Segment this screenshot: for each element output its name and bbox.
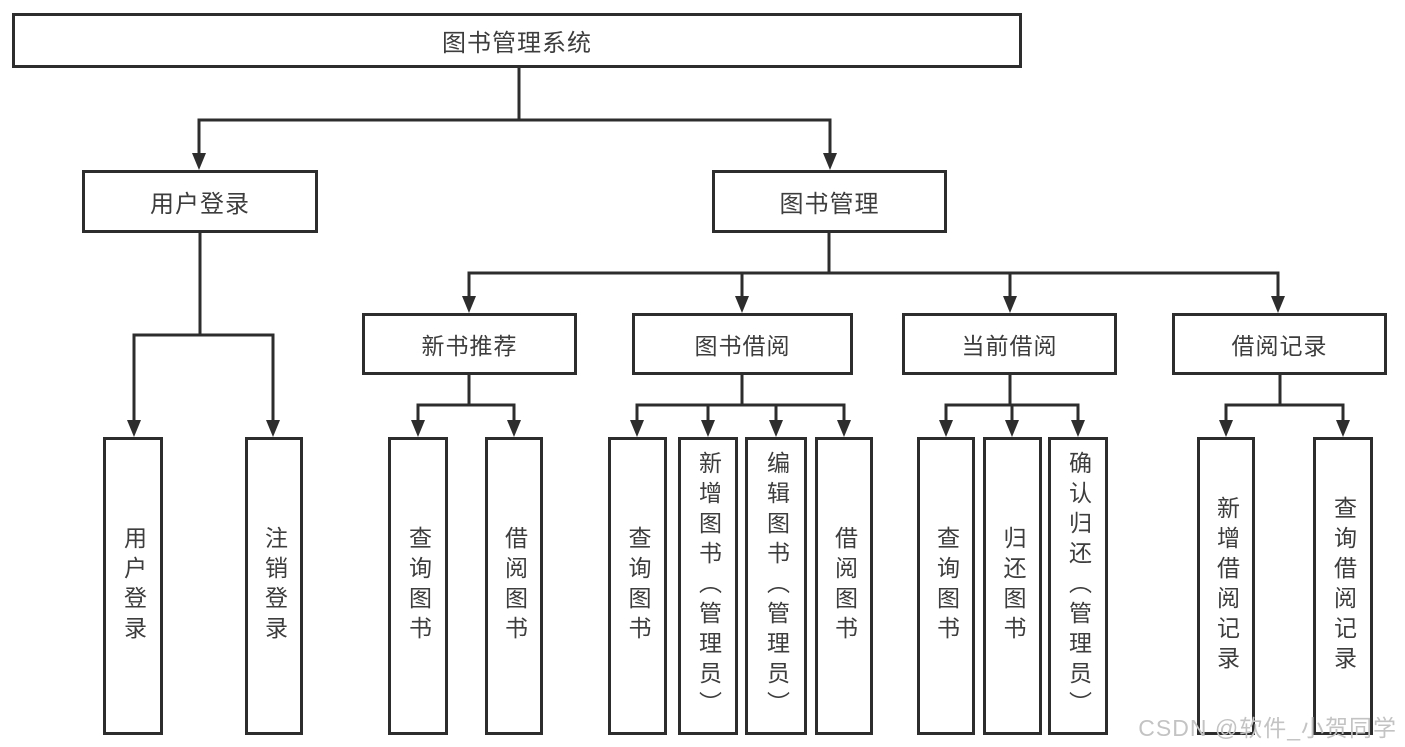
node-label: 当前借阅 bbox=[961, 333, 1058, 359]
edges-book-management-to-level3 bbox=[462, 231, 1285, 313]
arrowhead bbox=[1271, 296, 1285, 313]
arrowhead bbox=[769, 420, 783, 437]
leaf-user-login: 用户登录 bbox=[103, 437, 163, 735]
node-label: 查询图书 bbox=[625, 526, 651, 646]
node-label: 注销登录 bbox=[261, 526, 288, 646]
arrowhead bbox=[939, 420, 953, 437]
arrowhead bbox=[630, 420, 644, 437]
edges-borrowing-records-to-leaves bbox=[1219, 373, 1350, 437]
node-label: 归还图书 bbox=[1000, 526, 1026, 646]
node-label: 用户登录 bbox=[150, 191, 250, 218]
arrowhead bbox=[1336, 420, 1350, 437]
node-label: 查询图书 bbox=[933, 526, 960, 646]
node-label: 编辑图书（管理员） bbox=[763, 451, 790, 721]
leaf-borrow-books-recommend: 借阅图书 bbox=[485, 437, 543, 735]
arrowhead bbox=[127, 420, 141, 437]
node-label: 图书管理系统 bbox=[442, 30, 592, 57]
leaf-query-books-borrow: 查询图书 bbox=[608, 437, 667, 735]
node-label: 查询借阅记录 bbox=[1330, 496, 1357, 676]
node-label: 用户登录 bbox=[120, 526, 147, 646]
edges-user-login-to-leaves bbox=[127, 231, 280, 437]
arrowhead bbox=[823, 153, 837, 170]
node-label: 新增借阅记录 bbox=[1213, 496, 1240, 676]
edges-root-to-level2 bbox=[192, 66, 837, 170]
arrowhead bbox=[1219, 420, 1233, 437]
edges-current-borrowing-to-leaves bbox=[939, 373, 1085, 437]
node-label: 新增图书（管理员） bbox=[695, 451, 722, 721]
leaf-return-books: 归还图书 bbox=[983, 437, 1042, 735]
node-label: 图书管理 bbox=[779, 191, 880, 218]
arrowhead bbox=[266, 420, 280, 437]
leaf-query-borrow-record: 查询借阅记录 bbox=[1313, 437, 1373, 735]
node-label: 新书推荐 bbox=[421, 333, 518, 359]
arrowhead bbox=[192, 153, 206, 170]
leaf-logout: 注销登录 bbox=[245, 437, 303, 735]
leaf-confirm-return-admin: 确认归还（管理员） bbox=[1048, 437, 1108, 735]
node-book-borrowing: 图书借阅 bbox=[632, 313, 853, 375]
edges-book-borrowing-to-leaves bbox=[630, 373, 851, 437]
arrowhead bbox=[735, 296, 749, 313]
arrowhead bbox=[507, 420, 521, 437]
node-borrowing-records: 借阅记录 bbox=[1172, 313, 1387, 375]
node-label: 借阅记录 bbox=[1231, 333, 1328, 359]
node-book-management: 图书管理 bbox=[712, 170, 947, 233]
csdn-watermark: CSDN @软件_小贺同学 bbox=[1138, 715, 1397, 741]
leaf-borrow-books: 借阅图书 bbox=[815, 437, 873, 735]
leaf-add-books-admin: 新增图书（管理员） bbox=[678, 437, 738, 735]
arrowhead bbox=[837, 420, 851, 437]
arrowhead bbox=[701, 420, 715, 437]
node-current-borrowing: 当前借阅 bbox=[902, 313, 1117, 375]
leaf-query-books-current: 查询图书 bbox=[917, 437, 975, 735]
edges-new-book-recommendation-to-leaves bbox=[411, 373, 521, 437]
arrowhead bbox=[462, 296, 476, 313]
node-user-login: 用户登录 bbox=[82, 170, 318, 233]
node-label: 确认归还（管理员） bbox=[1065, 451, 1092, 721]
leaf-add-borrow-record: 新增借阅记录 bbox=[1197, 437, 1255, 735]
node-library-management-system: 图书管理系统 bbox=[12, 13, 1022, 68]
node-label: 查询图书 bbox=[405, 526, 432, 646]
leaf-query-books-recommend: 查询图书 bbox=[388, 437, 448, 735]
node-label: 借阅图书 bbox=[501, 526, 528, 646]
arrowhead bbox=[1005, 420, 1019, 437]
arrowhead bbox=[411, 420, 425, 437]
arrowhead bbox=[1003, 296, 1017, 313]
leaf-edit-books-admin: 编辑图书（管理员） bbox=[745, 437, 807, 735]
arrowhead bbox=[1071, 420, 1085, 437]
node-label: 借阅图书 bbox=[831, 526, 858, 646]
node-label: 图书借阅 bbox=[694, 333, 791, 359]
node-new-book-recommendation: 新书推荐 bbox=[362, 313, 577, 375]
